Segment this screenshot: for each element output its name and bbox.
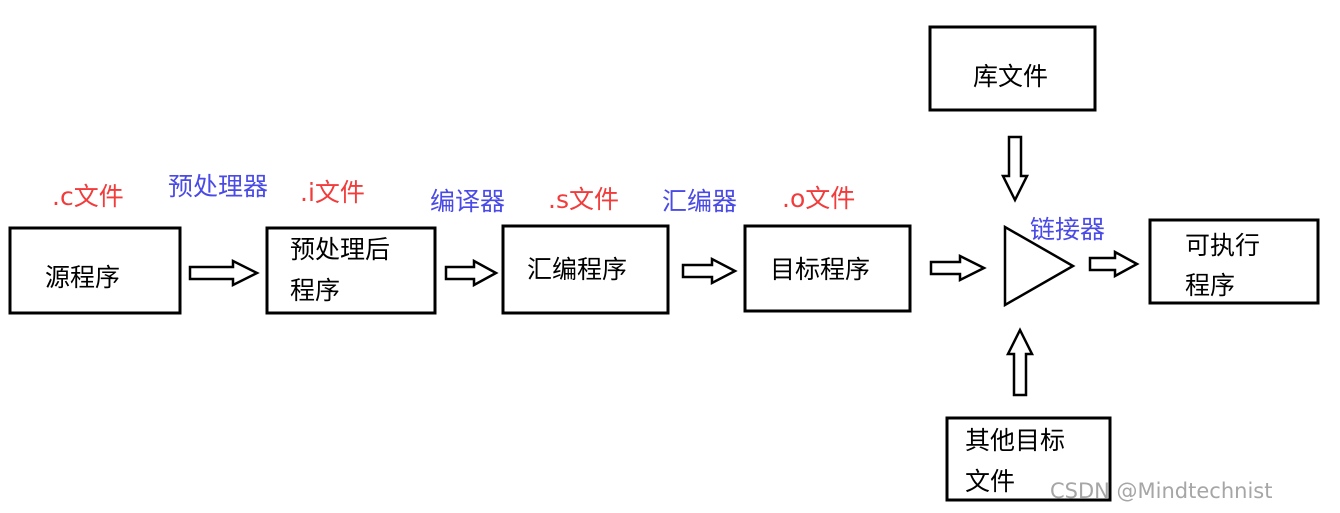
tool-label-linker: 链接器 (1030, 215, 1105, 244)
node-preprocessed-program-line-2: 程序 (290, 276, 340, 305)
node-other-object-files: 其他目标 文件 (945, 416, 1112, 502)
node-other-object-files-line-1: 其他目标 (965, 426, 1065, 455)
arrow-library-to-linker (1000, 135, 1030, 203)
file-label-o: .o文件 (782, 184, 855, 213)
linker-triangle (1003, 224, 1076, 308)
node-object-program-box (743, 224, 912, 313)
arrow-source-to-preprocessed (188, 258, 260, 288)
node-object-program-label: 目标程序 (770, 255, 870, 284)
node-source-program: 源程序 (8, 226, 182, 315)
node-preprocessed-program-box (265, 226, 437, 315)
tool-label-compiler: 编译器 (430, 187, 505, 216)
node-assembly-program: 汇编程序 (501, 224, 670, 315)
node-preprocessed-program-line-1: 预处理后 (290, 235, 390, 264)
arrow-linker-to-executable (1088, 249, 1140, 279)
file-label-c: .c文件 (52, 182, 124, 211)
node-library-files: 库文件 (928, 25, 1097, 112)
node-executable-program: 可执行 程序 (1148, 218, 1320, 305)
file-label-i: .i文件 (300, 178, 365, 207)
node-other-object-files-box (945, 416, 1112, 502)
node-assembly-program-box (501, 224, 670, 315)
arrow-object-to-linker (929, 253, 987, 283)
node-executable-program-line-1: 可执行 (1185, 231, 1260, 260)
node-library-files-label: 库文件 (973, 62, 1048, 91)
arrow-assembly-to-object (681, 256, 738, 286)
tool-label-preprocessor: 预处理器 (168, 172, 268, 201)
node-executable-program-box (1148, 218, 1320, 305)
tool-label-assembler: 汇编器 (662, 187, 737, 216)
node-preprocessed-program: 预处理后 程序 (265, 226, 437, 315)
arrow-preprocessed-to-assembly (444, 258, 499, 288)
node-executable-program-line-2: 程序 (1185, 271, 1235, 300)
file-label-s: .s文件 (548, 185, 619, 214)
arrow-other-objects-to-linker (1005, 327, 1035, 397)
node-assembly-program-label: 汇编程序 (527, 255, 627, 284)
node-source-program-label: 源程序 (45, 263, 120, 292)
node-source-program-box (8, 226, 182, 315)
watermark-text: CSDN @Mindtechnist (1050, 479, 1272, 503)
node-other-object-files-line-2: 文件 (965, 467, 1015, 496)
node-object-program: 目标程序 (743, 224, 912, 313)
node-library-files-box (928, 25, 1097, 112)
